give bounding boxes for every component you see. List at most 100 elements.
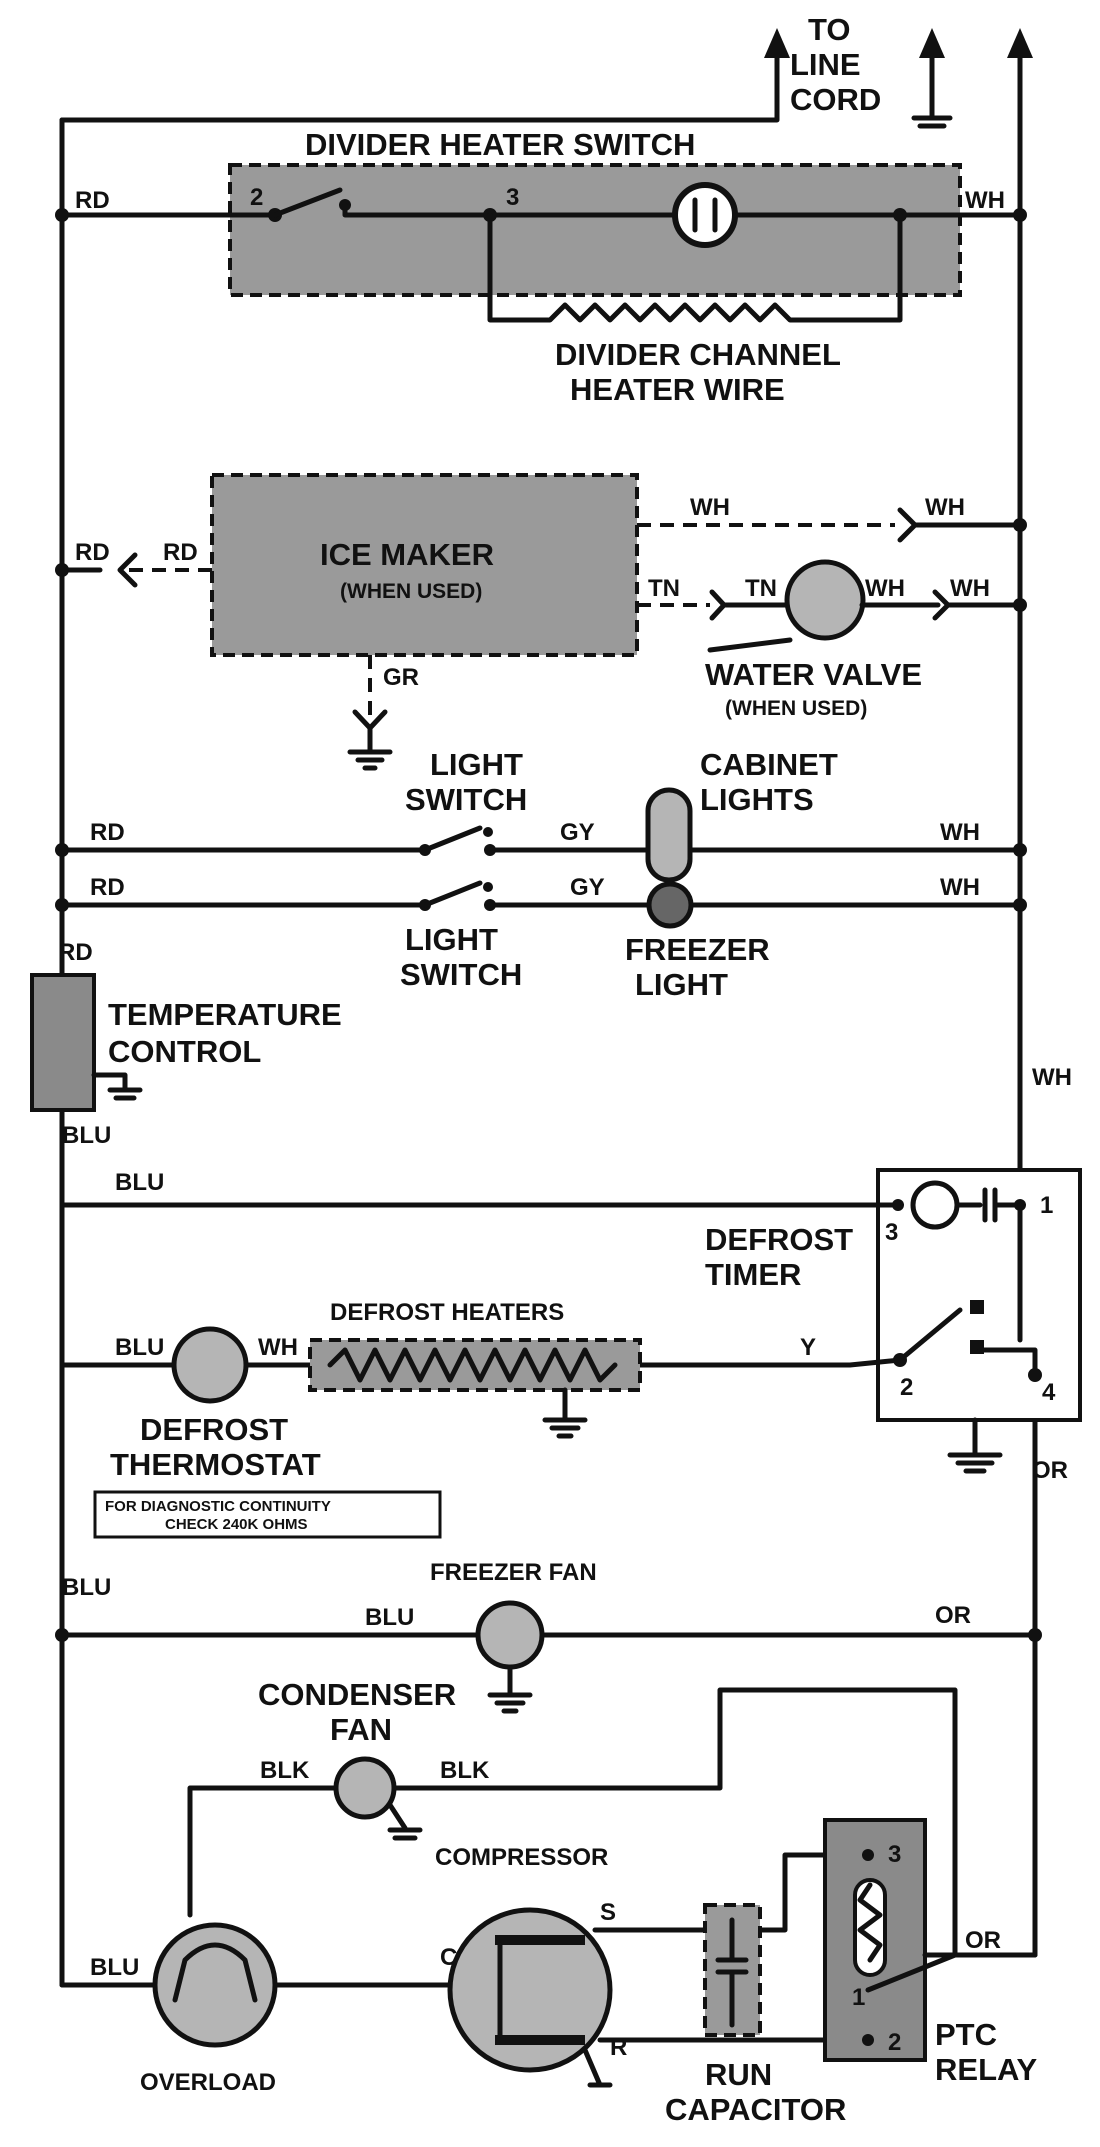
- svg-text:TN: TN: [745, 575, 777, 602]
- freezer-light-label-1: FREEZER: [625, 932, 770, 967]
- ptc-relay-label-1: PTC: [935, 2017, 997, 2052]
- to-line-cord-label-3: CORD: [790, 82, 881, 117]
- divider-switch-contact: [272, 187, 343, 218]
- to-line-cord-label-1: TO: [808, 12, 851, 47]
- to-line-cord-label-2: LINE: [790, 47, 861, 82]
- svg-text:OR: OR: [965, 1927, 1001, 1954]
- svg-text:GR: GR: [383, 664, 419, 691]
- temperature-control-label-1: TEMPERATURE: [108, 997, 342, 1032]
- svg-text:TN: TN: [648, 575, 680, 602]
- defrost-heater-row-wire: [59, 1357, 903, 1368]
- temperature-control-box: [30, 973, 96, 1112]
- svg-text:4: 4: [1042, 1379, 1056, 1406]
- svg-text:OR: OR: [935, 1602, 971, 1629]
- right-bus-arrow: [1007, 28, 1033, 58]
- svg-text:WH: WH: [690, 494, 730, 521]
- defrost-timer-label-1: DEFROST: [705, 1222, 853, 1257]
- right-bus-wire: [1017, 42, 1038, 1958]
- light-switch-top-label-1: LIGHT: [430, 747, 523, 782]
- defrost-timer-label-2: TIMER: [705, 1257, 801, 1292]
- freezer-fan-label: FREEZER FAN: [430, 1559, 597, 1586]
- diagnostic-note-box: [93, 1490, 442, 1539]
- water-valve-label: WATER VALVE: [705, 657, 922, 692]
- divider-channel-heater-wire: [487, 212, 903, 323]
- condenser-fan-wire: [187, 1687, 958, 1958]
- light-switch-top-contact: [422, 825, 483, 853]
- condenser-fan-label-2: FAN: [330, 1712, 392, 1747]
- svg-text:2: 2: [900, 1374, 913, 1401]
- svg-text:BLU: BLU: [115, 1169, 164, 1196]
- svg-text:1: 1: [852, 1984, 865, 2011]
- svg-text:GY: GY: [570, 874, 605, 901]
- light-switch-top-label-2: SWITCH: [405, 782, 527, 817]
- svg-text:3: 3: [885, 1219, 898, 1246]
- ice-maker-box: [210, 473, 639, 657]
- divider-channel-heater-label-2: HEATER WIRE: [570, 372, 785, 407]
- svg-text:2: 2: [250, 184, 263, 211]
- svg-text:BLU: BLU: [365, 1604, 414, 1631]
- svg-text:BLK: BLK: [440, 1757, 490, 1784]
- freezer-fan-icon: [475, 1600, 545, 1670]
- ptc-relay-label-2: RELAY: [935, 2052, 1038, 2087]
- svg-text:RD: RD: [163, 539, 198, 566]
- overload-label: OVERLOAD: [140, 2069, 276, 2096]
- diagnostic-note-line-1: FOR DIAGNOSTIC CONTINUITY: [105, 1498, 331, 1515]
- light-switch-bottom-label-2: SWITCH: [400, 957, 522, 992]
- svg-text:WH: WH: [965, 187, 1005, 214]
- svg-text:GY: GY: [560, 819, 595, 846]
- compressor-icon: [447, 1907, 613, 2073]
- cabinet-lights-label-2: LIGHTS: [700, 782, 814, 817]
- svg-text:RD: RD: [90, 819, 125, 846]
- svg-text:BLU: BLU: [90, 1954, 139, 1981]
- svg-text:BLK: BLK: [260, 1757, 310, 1784]
- svg-text:RD: RD: [90, 874, 125, 901]
- freezer-light-icon: [646, 881, 694, 929]
- condenser-fan-icon: [333, 1756, 397, 1820]
- svg-text:BLU: BLU: [115, 1334, 164, 1361]
- svg-text:WH: WH: [1032, 1064, 1072, 1091]
- svg-text:BLU: BLU: [62, 1122, 111, 1149]
- svg-text:RD: RD: [75, 539, 110, 566]
- cabinet-light-icon: [645, 787, 693, 883]
- cabinet-lights-label-1: CABINET: [700, 747, 838, 782]
- divider-heater-switch-label: DIVIDER HEATER SWITCH: [305, 127, 695, 162]
- svg-text:BLU: BLU: [62, 1574, 111, 1601]
- timer-switch-contact: [897, 1307, 963, 1363]
- divider-light-icon: [672, 182, 738, 248]
- svg-text:S: S: [600, 1899, 616, 1926]
- diagnostic-note-line-2: CHECK 240K OHMS: [165, 1516, 308, 1533]
- defrost-thermostat-icon: [171, 1326, 249, 1404]
- svg-text:3: 3: [888, 1841, 901, 1868]
- light-switch-bottom-contact: [422, 880, 483, 908]
- svg-text:WH: WH: [925, 494, 965, 521]
- svg-text:RD: RD: [75, 187, 110, 214]
- line-cord-wire: [59, 42, 780, 123]
- divider-channel-heater-label-1: DIVIDER CHANNEL: [555, 337, 841, 372]
- timer-motor-icon: [910, 1180, 960, 1230]
- svg-text:OR: OR: [1032, 1457, 1068, 1484]
- defrost-thermostat-label-1: DEFROST: [140, 1412, 288, 1447]
- svg-text:WH: WH: [940, 819, 980, 846]
- temperature-control-label-2: CONTROL: [108, 1034, 261, 1069]
- run-capacitor-label-2: CAPACITOR: [665, 2092, 846, 2127]
- svg-text:1: 1: [1040, 1192, 1053, 1219]
- condenser-fan-label-1: CONDENSER: [258, 1677, 456, 1712]
- run-capacitor-label-1: RUN: [705, 2057, 772, 2092]
- ice-maker-when-used: (WHEN USED): [340, 580, 482, 603]
- line-cord-arrow: [764, 28, 790, 58]
- light-switch-bottom-label-1: LIGHT: [405, 922, 498, 957]
- svg-text:WH: WH: [258, 1334, 298, 1361]
- defrost-thermostat-label-2: THERMOSTAT: [110, 1447, 321, 1482]
- svg-text:Y: Y: [800, 1334, 816, 1361]
- svg-text:2: 2: [888, 2029, 901, 2056]
- defrost-heaters-label: DEFROST HEATERS: [330, 1299, 564, 1326]
- freezer-light-label-2: LIGHT: [635, 967, 728, 1002]
- svg-text:WH: WH: [865, 575, 905, 602]
- water-valve-icon: [784, 559, 866, 641]
- divider-heater-switch-box: [228, 163, 962, 297]
- svg-text:3: 3: [506, 184, 519, 211]
- water-valve-when-used: (WHEN USED): [725, 697, 867, 720]
- svg-text:WH: WH: [940, 874, 980, 901]
- compressor-label: COMPRESSOR: [435, 1844, 608, 1871]
